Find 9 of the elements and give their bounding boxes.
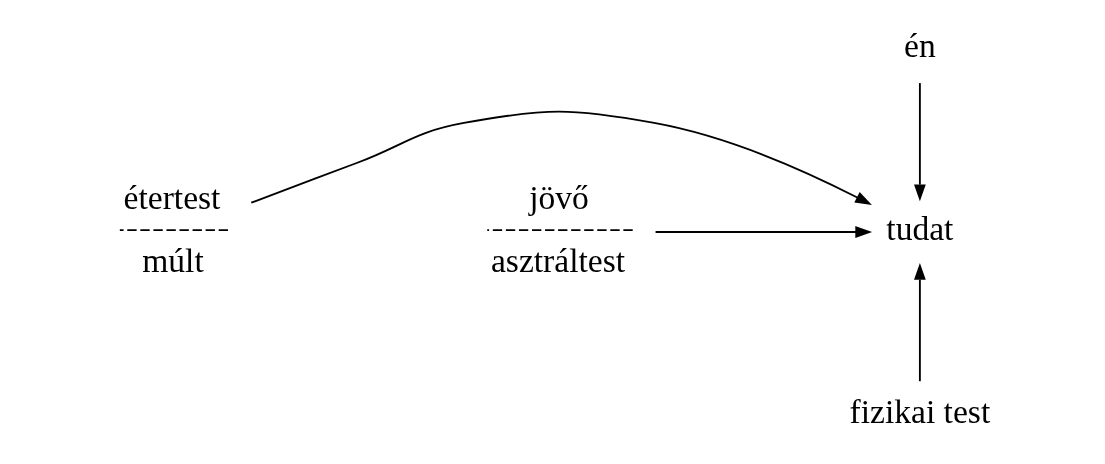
arrow [914, 82, 926, 202]
node-text: fizikai test [849, 392, 991, 430]
node-text: tudat [886, 210, 954, 248]
node-text: én [904, 27, 936, 65]
node-text: étertest múlt [123, 178, 221, 279]
arrow [654, 226, 873, 238]
node-text: jövő asztráltest [490, 178, 626, 279]
arrow [250, 110, 872, 206]
arrow [914, 263, 926, 383]
